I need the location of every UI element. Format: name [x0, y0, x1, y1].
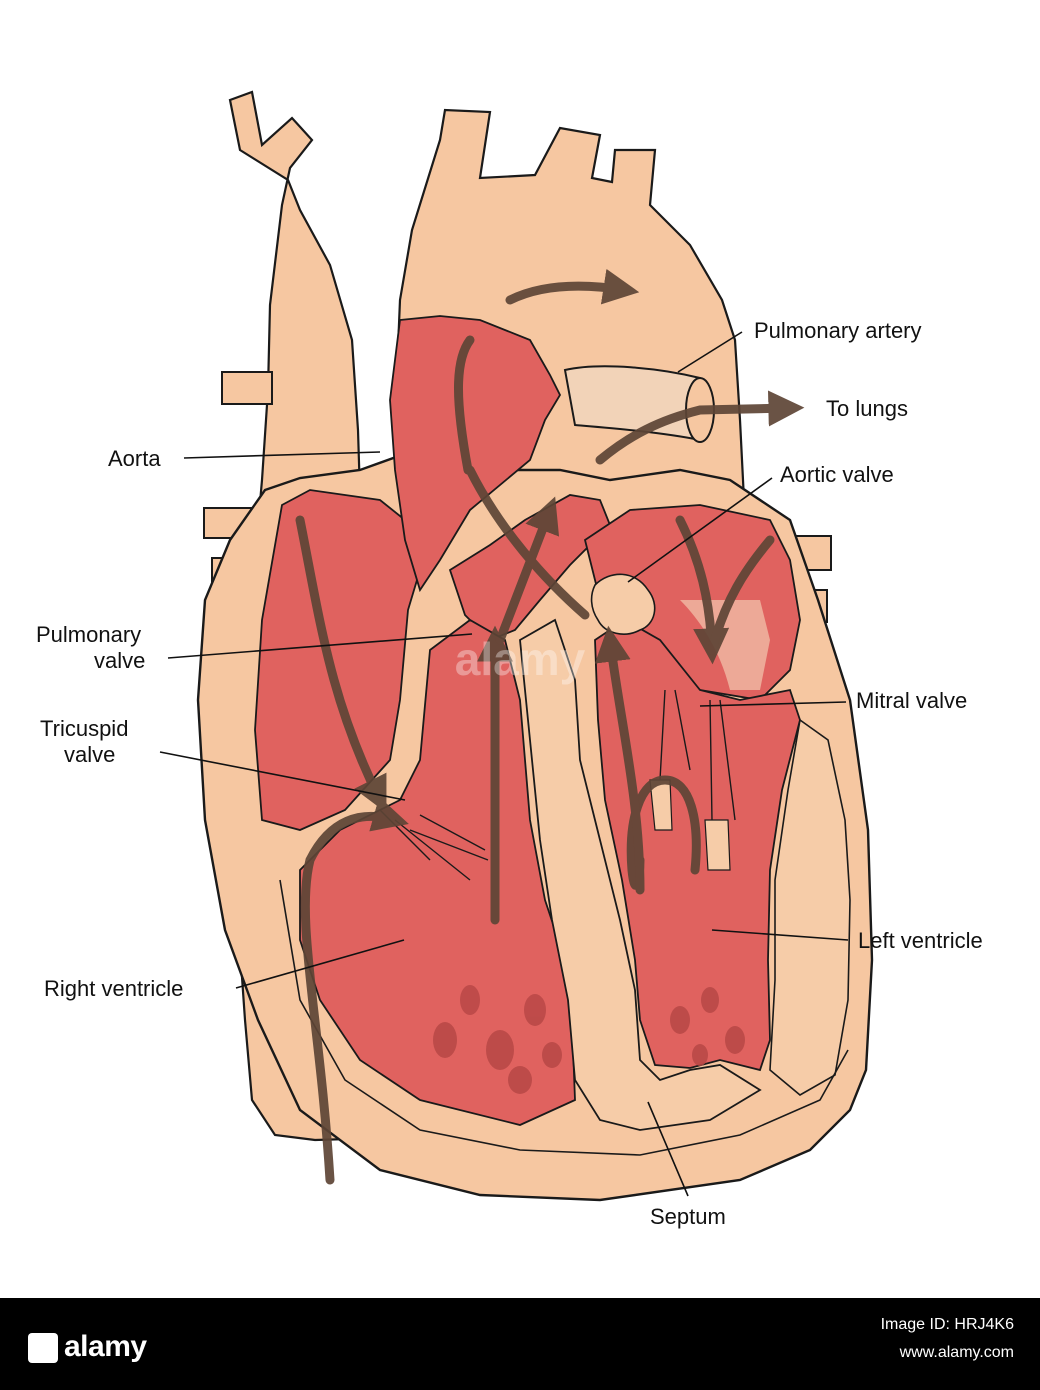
heart-diagram: alamy Pulmonary artery To lungs Aorta Ao… — [0, 0, 1040, 1298]
footer-logo: alamy — [28, 1330, 147, 1364]
label-septum: Septum — [650, 1204, 726, 1229]
site-url: www.alamy.com — [881, 1344, 1014, 1362]
label-right-ventricle: Right ventricle — [44, 976, 183, 1001]
label-mitral-valve: Mitral valve — [856, 688, 967, 713]
label-tricuspid-valve-line1: Tricuspid — [40, 716, 128, 741]
label-pulmonary-valve-line1: Pulmonary — [36, 622, 141, 647]
label-to-lungs: To lungs — [826, 396, 908, 421]
label-aorta: Aorta — [108, 446, 161, 471]
footer-info: Image ID: HRJ4K6 www.alamy.com — [881, 1316, 1014, 1362]
label-pulmonary-valve-line2: valve — [94, 648, 145, 673]
papillary-muscle — [705, 820, 730, 870]
logo-text: alamy — [64, 1330, 147, 1363]
logo-mark-icon — [28, 1333, 58, 1363]
image-id: Image ID: HRJ4K6 — [881, 1316, 1014, 1334]
vessel-stub — [222, 372, 272, 404]
watermark: alamy — [455, 633, 586, 685]
label-aortic-valve: Aortic valve — [780, 462, 894, 487]
label-left-ventricle: Left ventricle — [858, 928, 983, 953]
label-tricuspid-valve-line2: valve — [64, 742, 115, 767]
label-pulmonary-artery: Pulmonary artery — [754, 318, 922, 343]
